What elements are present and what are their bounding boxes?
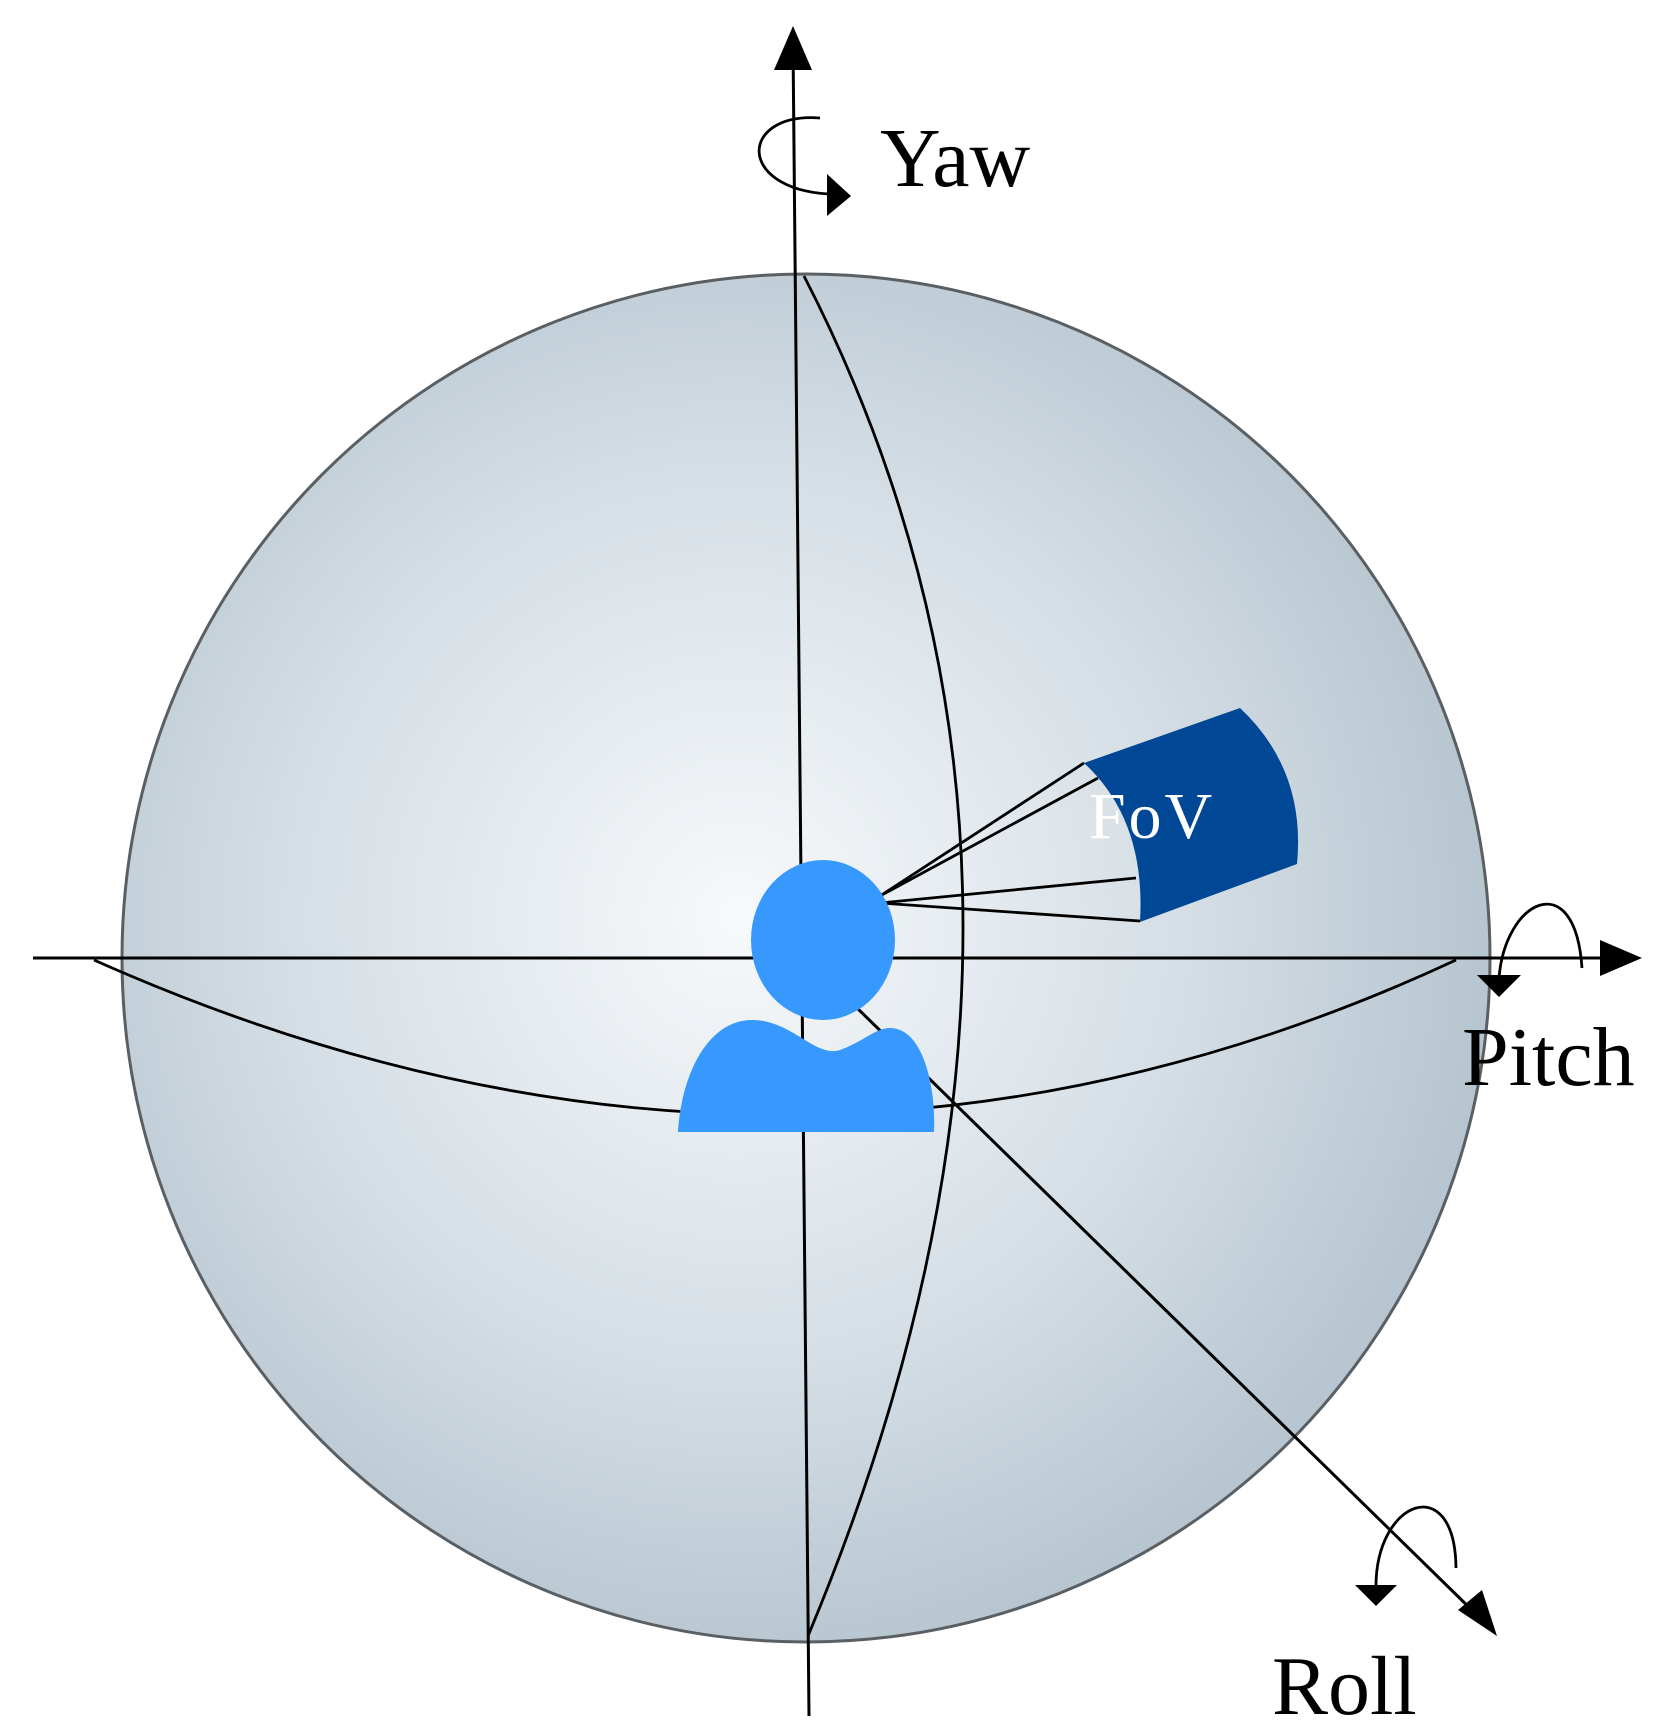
roll-label: Roll <box>1272 1640 1417 1733</box>
roll-axis-arrowhead <box>1458 1590 1497 1636</box>
pitch-label: Pitch <box>1462 1011 1635 1104</box>
fov-cone <box>879 761 1141 923</box>
pitch-axis-arrowhead <box>1600 940 1642 976</box>
yaw-axis-arrowhead <box>774 26 812 70</box>
fov-label: FoV <box>1089 780 1215 853</box>
roll-rotation-arrow-icon <box>1355 1505 1458 1606</box>
pitch-rotation-arrow-icon <box>1477 902 1584 997</box>
yaw-label: Yaw <box>880 112 1031 205</box>
yaw-rotation-arrow-icon <box>757 116 851 216</box>
tilted-meridian <box>802 275 965 1637</box>
person-silhouette-icon <box>678 860 935 1132</box>
fov-panel <box>1084 708 1299 922</box>
